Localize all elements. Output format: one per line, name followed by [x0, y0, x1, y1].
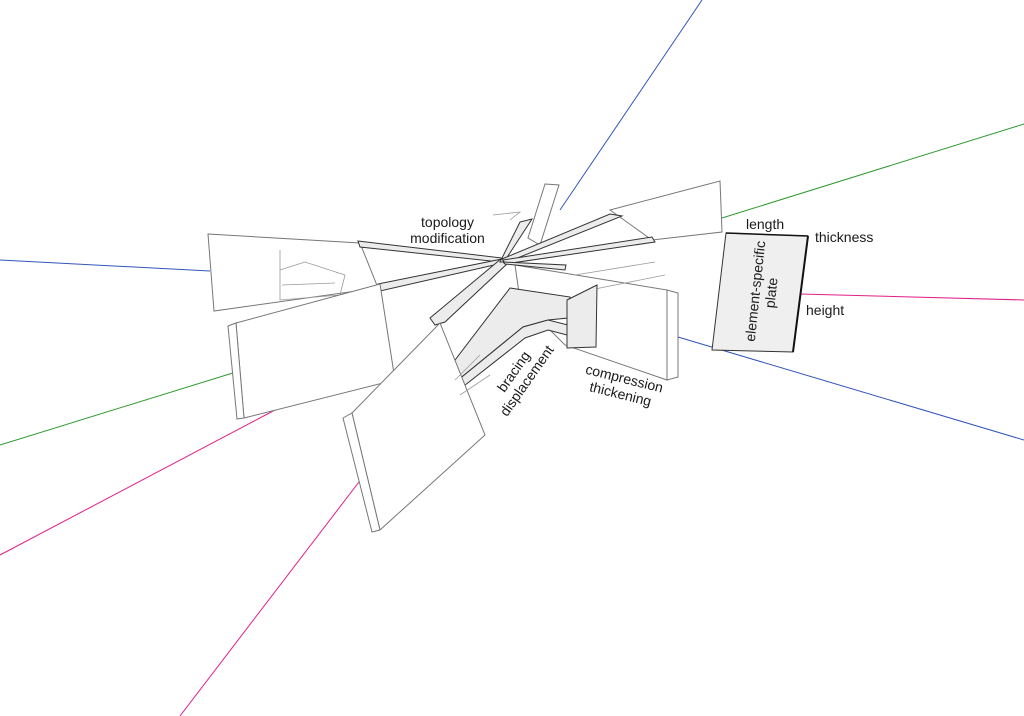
bar-right-low [501, 261, 567, 271]
compression-plate [566, 284, 598, 349]
bar-diagonal [429, 257, 509, 326]
wall-front-center [342, 322, 491, 533]
label-topology-modification: topology modification [400, 214, 495, 246]
axis-blue-top [559, 0, 703, 211]
element-specific-plate [711, 232, 809, 353]
axis-magenta-left [0, 409, 276, 556]
wall-top-center [527, 183, 560, 246]
axis-magenta-right [799, 293, 1024, 301]
wall-top-right [492, 180, 723, 241]
label-length: length [746, 216, 785, 232]
label-line: modification [410, 230, 485, 246]
label-line: topology [421, 214, 474, 230]
axis-blue-right [677, 336, 1024, 441]
axis-green-right [721, 123, 1024, 219]
axis-green-left [0, 371, 237, 446]
axis-blue-left [0, 259, 211, 272]
label-thickness: thickness [815, 229, 874, 245]
label-height: height [806, 302, 845, 318]
axis-magenta-bottom [179, 477, 363, 716]
